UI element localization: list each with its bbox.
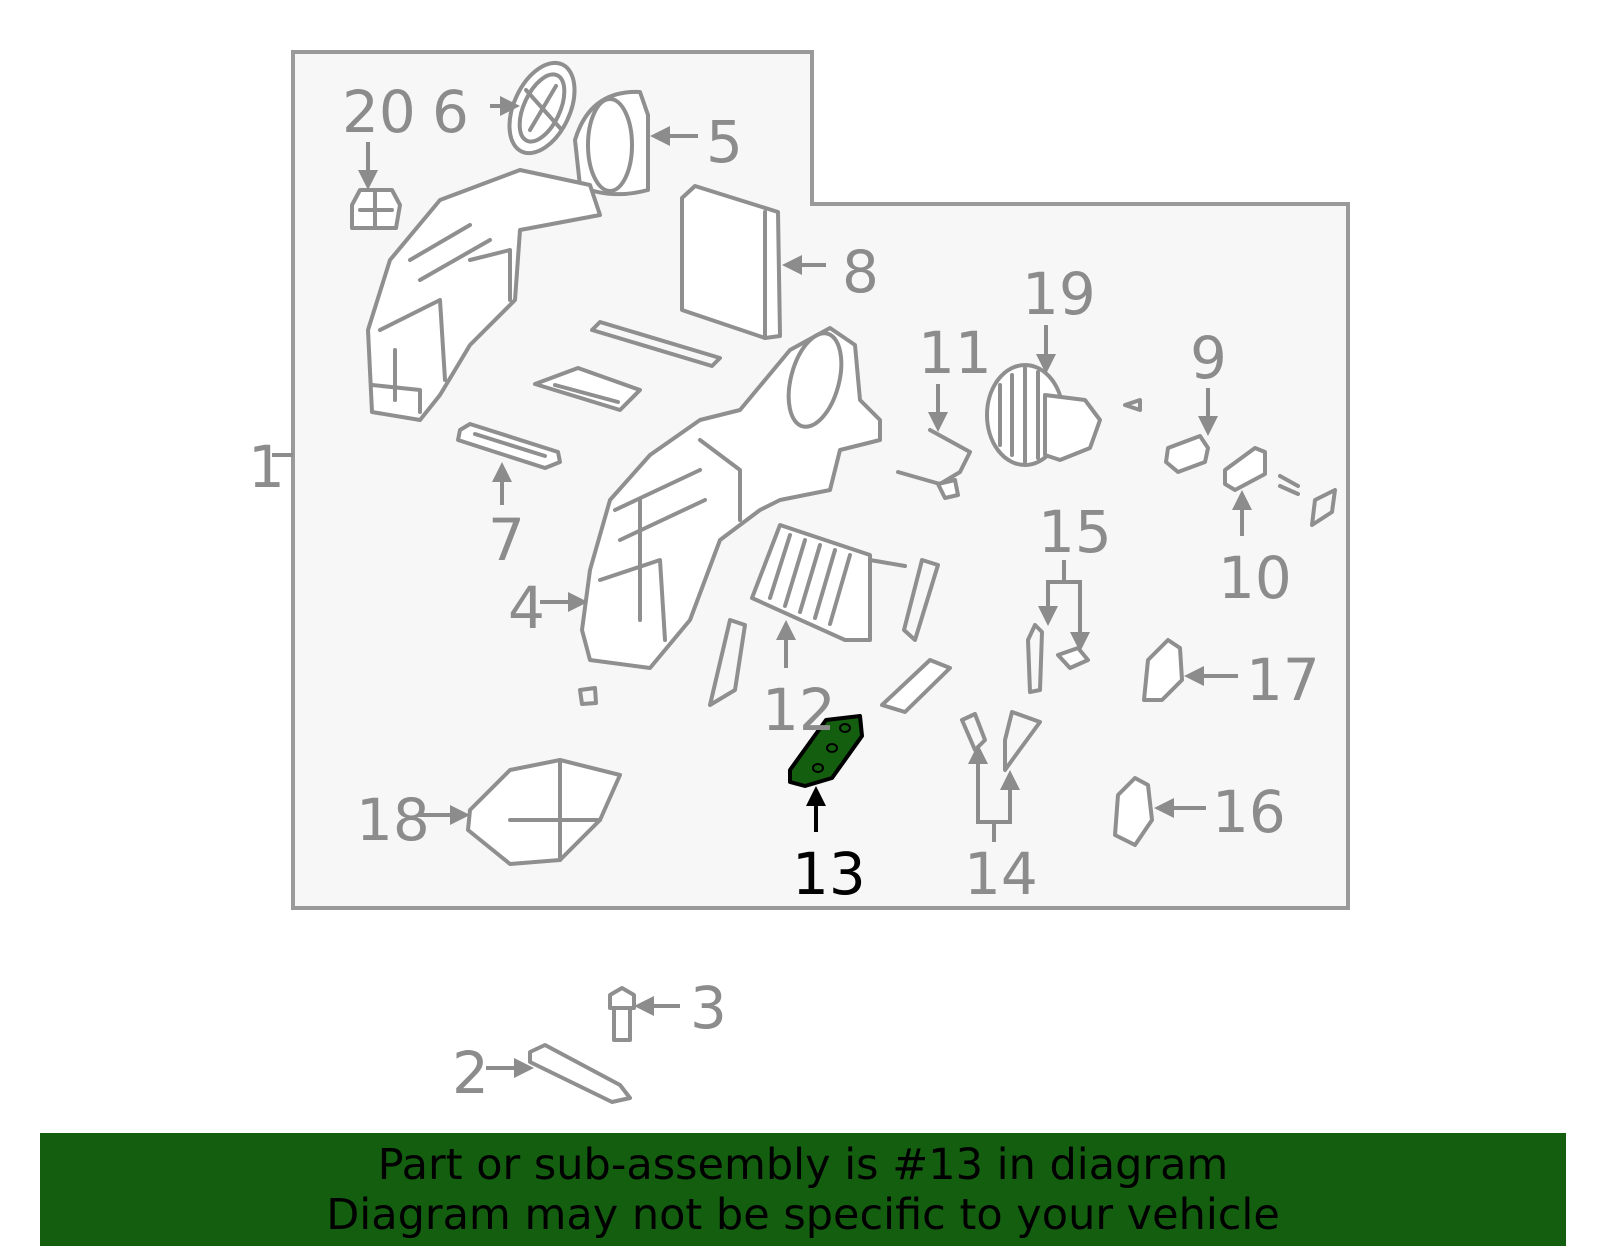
part-8-filter [680,184,782,340]
label-3: 3 [690,974,727,1042]
part-12-heater-core [750,523,907,642]
label-18: 18 [356,786,430,854]
label-13: 13 [792,840,866,908]
part-10-actuator [1223,446,1337,527]
part-4-main-housing [580,326,882,670]
label-2: 2 [452,1039,489,1107]
label-12: 12 [762,676,836,744]
part-13-highlighted [788,714,864,788]
part-17-actuator [1142,638,1184,702]
label-15: 15 [1038,498,1112,566]
part-7-gasket [456,422,562,470]
small-brackets [578,558,952,714]
label-14: 14 [964,840,1038,908]
part-2-bracket [528,1043,632,1104]
footer-line-part-number: Part or sub-assembly is #13 in diagram [377,1139,1229,1190]
part-16-actuator [1113,776,1154,847]
part-11-sensor [896,428,972,500]
part-housing-upper [366,168,602,422]
footer-line-disclaimer: Diagram may not be specific to your vehi… [326,1189,1280,1240]
seal-strips [533,320,722,412]
label-8: 8 [842,238,879,306]
leader-arrows [358,96,1252,1078]
part-20-connector [350,188,402,230]
label-5: 5 [706,108,743,176]
part-14-ducts [960,710,1042,772]
label-6: 6 [432,78,469,146]
label-20: 20 [342,78,416,146]
label-4: 4 [508,574,545,642]
label-11: 11 [918,319,992,387]
label-16: 16 [1212,778,1286,846]
part-5-blower-scroll [573,89,650,197]
label-7: 7 [488,506,525,574]
part-18-control-module [466,758,622,866]
label-19: 19 [1022,260,1096,328]
part-9-resistor [1164,434,1210,474]
part-19-blower-motor [985,363,1142,467]
label-1: 1 [248,433,285,501]
part-3-bolt [608,986,636,1042]
label-10: 10 [1218,544,1292,612]
label-9: 9 [1190,324,1227,392]
footer-banner: Part or sub-assembly is #13 in diagram D… [40,1133,1566,1246]
label-17: 17 [1246,646,1320,714]
